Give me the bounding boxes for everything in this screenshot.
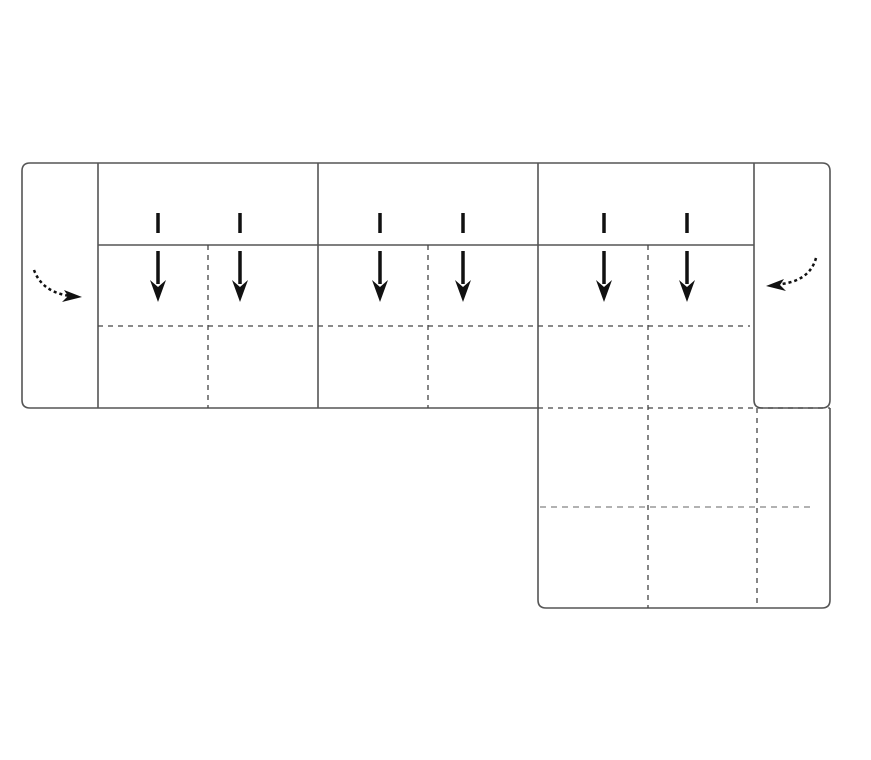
- recline-arrow-icon: [232, 213, 248, 302]
- recline-arrowhead: [372, 280, 388, 302]
- recline-arrowhead: [596, 280, 612, 302]
- recline-arrowhead: [150, 280, 166, 302]
- right-curved-arrow: [781, 257, 818, 286]
- recline-arrow-icon: [455, 213, 471, 302]
- recline-arrow-icon: [372, 213, 388, 302]
- left-curved-arrow: [32, 269, 71, 298]
- recline-arrowhead: [455, 280, 471, 302]
- recline-arrowhead: [232, 280, 248, 302]
- right-arm: [753, 162, 831, 409]
- sofa-outline: [97, 162, 754, 409]
- recline-arrow-icon: [679, 213, 695, 302]
- chaise: [537, 163, 831, 609]
- left-arm: [21, 162, 98, 409]
- recline-arrowhead: [679, 280, 695, 302]
- recline-arrow-icon: [596, 213, 612, 302]
- recline-arrow-icon: [150, 213, 166, 302]
- right-curved-arrowhead: [766, 279, 786, 291]
- left-curved-arrowhead: [62, 290, 82, 302]
